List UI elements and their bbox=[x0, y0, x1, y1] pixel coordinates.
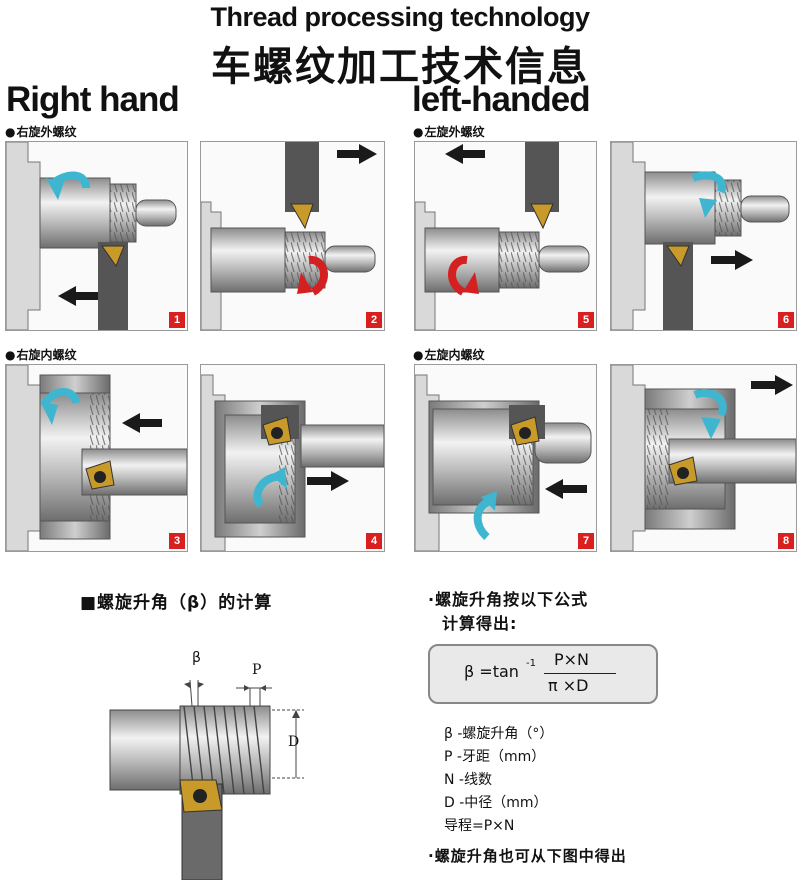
formula-denominator: π ×D bbox=[548, 676, 589, 695]
panel-badge: 2 bbox=[366, 312, 382, 328]
panel-5: 5 bbox=[414, 141, 597, 331]
fraction-bar bbox=[544, 673, 616, 674]
panel-badge: 7 bbox=[578, 533, 594, 549]
beta-label: β bbox=[192, 650, 201, 666]
panel-4: 4 bbox=[200, 364, 385, 552]
legend-beta: β -螺旋升角（°） bbox=[444, 726, 554, 742]
panel-badge: 6 bbox=[778, 312, 794, 328]
legend-lead: 导程=P×N bbox=[444, 818, 515, 834]
p-label: P bbox=[252, 662, 262, 678]
helix-heading: ■螺旋升角（β）的计算 bbox=[80, 593, 273, 613]
panel-badge: 1 bbox=[169, 312, 185, 328]
formula-intro-2: 计算得出: bbox=[442, 614, 518, 633]
panel-badge: 3 bbox=[169, 533, 185, 549]
formula-intro-1: ·螺旋升角按以下公式 bbox=[428, 590, 589, 609]
panel-badge: 8 bbox=[778, 533, 794, 549]
title-cn: 车螺纹加工技术信息 bbox=[211, 44, 589, 90]
left-hand-label: left-handed bbox=[412, 80, 591, 119]
formula-lhs: β =tan bbox=[464, 662, 519, 681]
label-left-internal: 左旋内螺纹 bbox=[413, 346, 484, 363]
formula-sup: -1 bbox=[526, 658, 536, 669]
legend-d: D -中径（mm） bbox=[444, 795, 548, 811]
panel-7: 7 bbox=[414, 364, 597, 552]
helix-diagram: β P D bbox=[100, 640, 320, 881]
panel-8: 8 bbox=[610, 364, 797, 552]
label-left-external: 左旋外螺纹 bbox=[413, 123, 484, 140]
panel-1: 1 bbox=[5, 141, 188, 331]
d-label: D bbox=[288, 734, 300, 750]
formula-box: β =tan -1 P×N π ×D bbox=[428, 644, 658, 704]
panel-2: 2 bbox=[200, 141, 385, 331]
formula-numerator: P×N bbox=[554, 650, 590, 669]
legend-n: N -线数 bbox=[444, 772, 492, 788]
panel-badge: 5 bbox=[578, 312, 594, 328]
right-hand-label: Right hand bbox=[6, 80, 180, 119]
panel-badge: 4 bbox=[366, 533, 382, 549]
footer-note: ·螺旋升角也可从下图中得出 bbox=[428, 847, 627, 865]
panel-6: 6 bbox=[610, 141, 797, 331]
label-right-internal: 右旋内螺纹 bbox=[5, 346, 76, 363]
title-en: Thread processing technology bbox=[210, 2, 590, 32]
legend-p: P -牙距（mm） bbox=[444, 749, 546, 765]
panel-3: 3 bbox=[5, 364, 188, 552]
label-right-external: 右旋外螺纹 bbox=[5, 123, 76, 140]
